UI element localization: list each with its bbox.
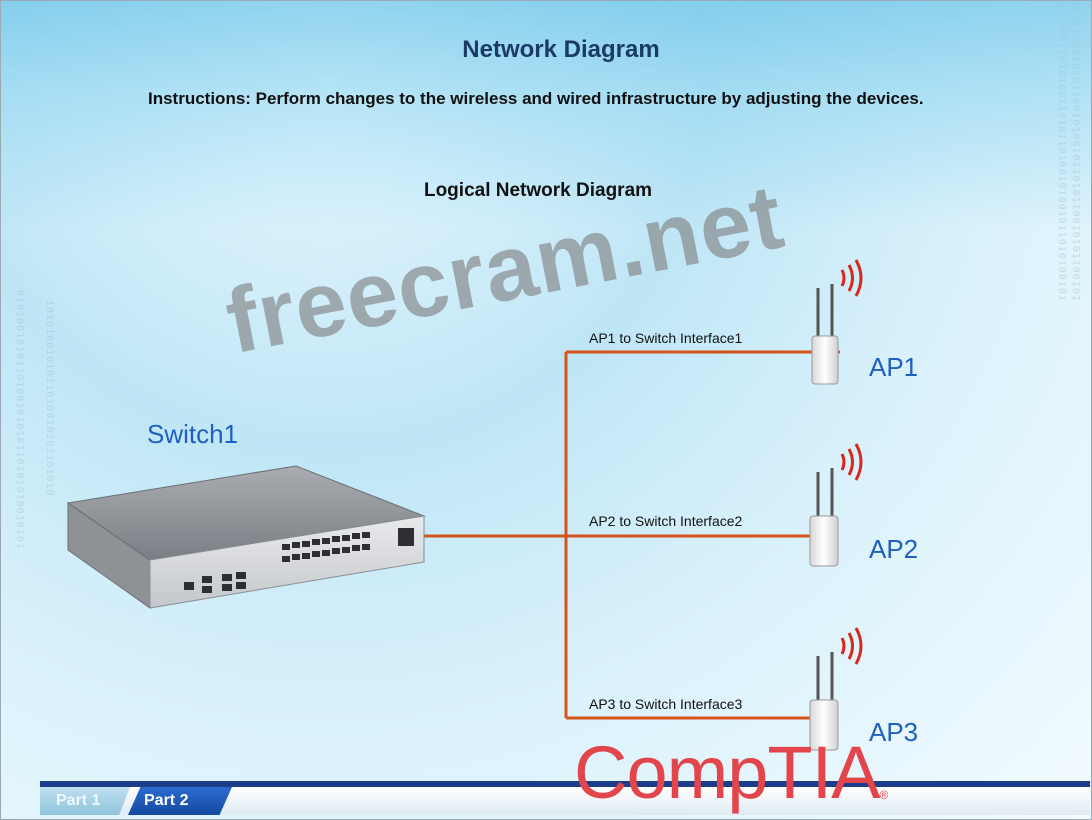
- brand-text: CompTIA: [574, 731, 881, 814]
- access-point-ap3-icon[interactable]: [809, 627, 863, 751]
- ap1-label: AP1: [869, 352, 919, 382]
- binary-decoration: 1010110010101100101001011010110010101100…: [1070, 0, 1081, 302]
- comptia-logo: CompTIA®: [574, 730, 889, 815]
- switch-label: Switch1: [147, 419, 239, 449]
- link-label-ap3: AP3 to Switch Interface3: [589, 696, 743, 712]
- tab-part-2[interactable]: Part 2: [128, 787, 232, 815]
- ap2-label: AP2: [869, 534, 919, 564]
- registered-mark: ®: [879, 788, 889, 802]
- binary-decoration: 0101001101010011010110100101001011010100…: [1056, 0, 1067, 302]
- binary-decoration: 0101001010110100101010110101010010101: [14, 290, 25, 550]
- diagram-title: Logical Network Diagram: [423, 180, 653, 201]
- access-point-ap2-icon[interactable]: [809, 443, 863, 567]
- switch-icon[interactable]: [66, 465, 426, 609]
- ap3-label: AP3: [869, 717, 919, 747]
- page-title: Network Diagram: [462, 36, 660, 63]
- link-label-ap1: AP1 to Switch Interface1: [589, 330, 743, 346]
- wireless-signal-icon: [840, 627, 863, 665]
- tab-part-1[interactable]: Part 1: [40, 787, 130, 815]
- footer-bar: [40, 781, 1090, 787]
- access-point-ap1-icon[interactable]: [811, 259, 863, 385]
- wireless-signal-icon: [840, 259, 863, 297]
- link-label-ap2: AP2 to Switch Interface2: [589, 513, 743, 529]
- binary-decoration: 1010100101011010010101101010: [44, 300, 55, 497]
- wireless-signal-icon: [840, 443, 863, 481]
- instructions-text: Instructions: Perform changes to the wir…: [148, 89, 924, 108]
- link-lines: [424, 350, 840, 720]
